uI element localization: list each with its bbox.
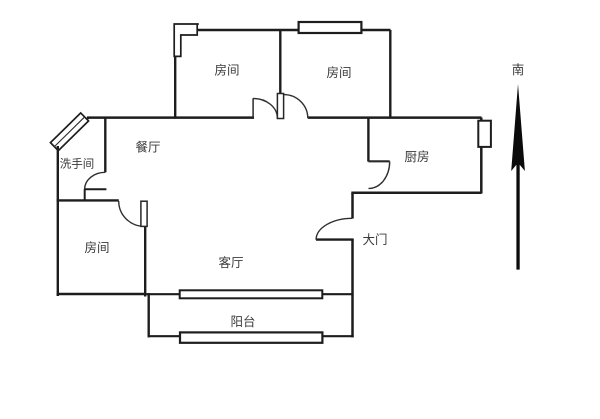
kitchen-window <box>477 119 492 148</box>
bathroom-door-arc <box>83 171 106 190</box>
room-label-balcony: 阳台 <box>230 314 255 329</box>
room-label-dining: 餐厅 <box>135 140 160 155</box>
room-label-bedroom-1: 房间 <box>214 63 239 78</box>
room-label-bedroom-2: 房间 <box>326 65 351 80</box>
corner-flue-shape <box>173 23 199 58</box>
south-arrow <box>511 84 525 270</box>
living-window <box>178 289 324 300</box>
bedroom3-door-leaf <box>140 200 148 228</box>
room-label-entrance: 大门 <box>362 232 387 247</box>
kitchen-door-arc <box>368 161 391 190</box>
bathroom-diagonal-window <box>49 111 90 152</box>
room-label-living: 客厅 <box>218 255 243 270</box>
room-label-kitchen: 厨房 <box>404 149 429 164</box>
bedroom2-window <box>297 20 363 35</box>
balcony-window <box>178 331 324 344</box>
bedroom-door-stub <box>276 92 285 120</box>
bedroom2-door-arc <box>283 93 309 119</box>
compass-label-south: 南 <box>512 62 525 77</box>
entrance-door-arc <box>315 217 353 240</box>
bedroom1-door-arc <box>253 97 279 119</box>
room-label-bedroom-3: 房间 <box>84 240 109 255</box>
room-label-bathroom: 洗手间 <box>60 157 95 171</box>
